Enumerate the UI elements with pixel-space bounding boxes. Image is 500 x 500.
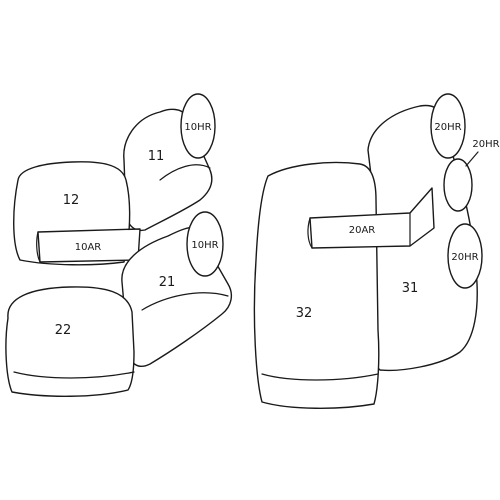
label-left-seat-back-upper: 11: [148, 149, 165, 164]
label-right-headrest-lower: 20HR: [451, 252, 478, 263]
left-armrest-inner: [36, 231, 41, 263]
label-left-cushion: 22: [55, 323, 72, 338]
label-left-headrest-lower: 10HR: [191, 240, 218, 251]
label-right-headrest-upper: 20HR: [434, 122, 461, 133]
left-headrest-upper-shape: [180, 93, 216, 159]
right-headrest-callout-shape: [443, 158, 473, 212]
left-cushion-shape: [5, 286, 135, 397]
right-bench-inner: [261, 373, 379, 381]
left-cushion-inner: [13, 371, 135, 379]
left-seat-back-lower-inner: [141, 292, 229, 311]
label-left-headrest-upper: 10HR: [184, 122, 211, 133]
label-left-armrest: 10AR: [75, 242, 102, 253]
left-headrest-lower-shape: [186, 211, 224, 277]
label-right-bench: 32: [296, 306, 313, 321]
right-bench-shape: [253, 161, 380, 409]
left-seat-back-upper-inner: [159, 164, 211, 181]
right-headrest-upper-shape: [430, 93, 466, 159]
right-headrest-lower-shape: [447, 223, 483, 289]
label-left-seat-back-lower: 21: [159, 275, 176, 290]
right-armrest-inner-2: [307, 217, 313, 249]
label-left-seat-wide: 12: [63, 193, 80, 208]
callout-leader-line: [465, 151, 479, 167]
label-right-armrest: 20AR: [349, 225, 376, 236]
label-right-seat-back: 31: [402, 281, 419, 296]
label-right-headrest-callout: 20HR: [472, 139, 499, 150]
